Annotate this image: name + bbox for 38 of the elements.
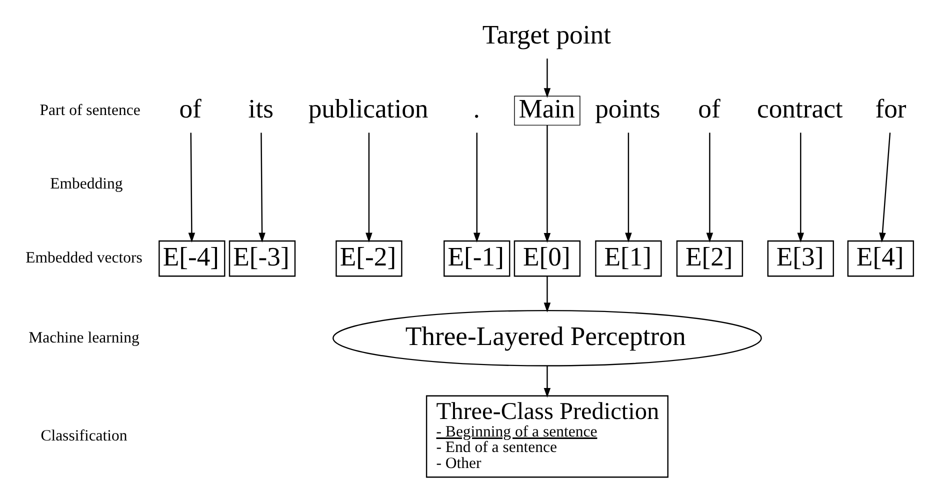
node-text: for bbox=[875, 92, 906, 123]
node-box: E[-2] bbox=[336, 240, 402, 276]
arrow bbox=[366, 132, 372, 242]
node-box: E[0] bbox=[514, 240, 581, 276]
node-ellipse: Three-Layered Perceptron bbox=[332, 309, 762, 366]
arrow bbox=[473, 132, 480, 242]
node-text: . bbox=[473, 92, 480, 123]
node-text: Target point bbox=[482, 18, 612, 49]
arrow bbox=[188, 132, 196, 242]
arrow bbox=[544, 366, 551, 398]
node-box: E[3] bbox=[767, 240, 834, 276]
arrow bbox=[879, 132, 891, 242]
label: Machine learning bbox=[28, 328, 140, 346]
arrow bbox=[625, 132, 632, 242]
arrow bbox=[544, 124, 551, 242]
arrow bbox=[797, 132, 804, 242]
node-box: E[4] bbox=[847, 240, 914, 276]
label: Classification bbox=[40, 427, 128, 444]
arrow bbox=[258, 132, 266, 242]
label: Embedding bbox=[50, 175, 123, 192]
node-box: Main bbox=[514, 95, 580, 126]
node-text: of bbox=[179, 92, 202, 123]
node-box: Three-Class Prediction - Beginning of a sentence - End of a sentence - Other bbox=[426, 394, 668, 478]
node-text: of bbox=[698, 92, 720, 123]
arrow bbox=[544, 58, 551, 98]
arrow bbox=[706, 132, 714, 242]
node-text: points bbox=[595, 92, 660, 123]
node-text: contract bbox=[756, 92, 843, 123]
node-box: E[-4] bbox=[158, 240, 226, 276]
label: Part of sentence bbox=[40, 101, 140, 118]
node-box: E[-3] bbox=[228, 240, 296, 276]
arrow bbox=[544, 276, 551, 312]
node-text: publication bbox=[308, 92, 428, 123]
node-box: E[1] bbox=[595, 240, 662, 276]
node-text: its bbox=[248, 92, 274, 123]
node-box: E[-1] bbox=[444, 240, 510, 276]
label: Embedded vectors bbox=[26, 249, 142, 266]
node-box: E[2] bbox=[676, 240, 744, 276]
